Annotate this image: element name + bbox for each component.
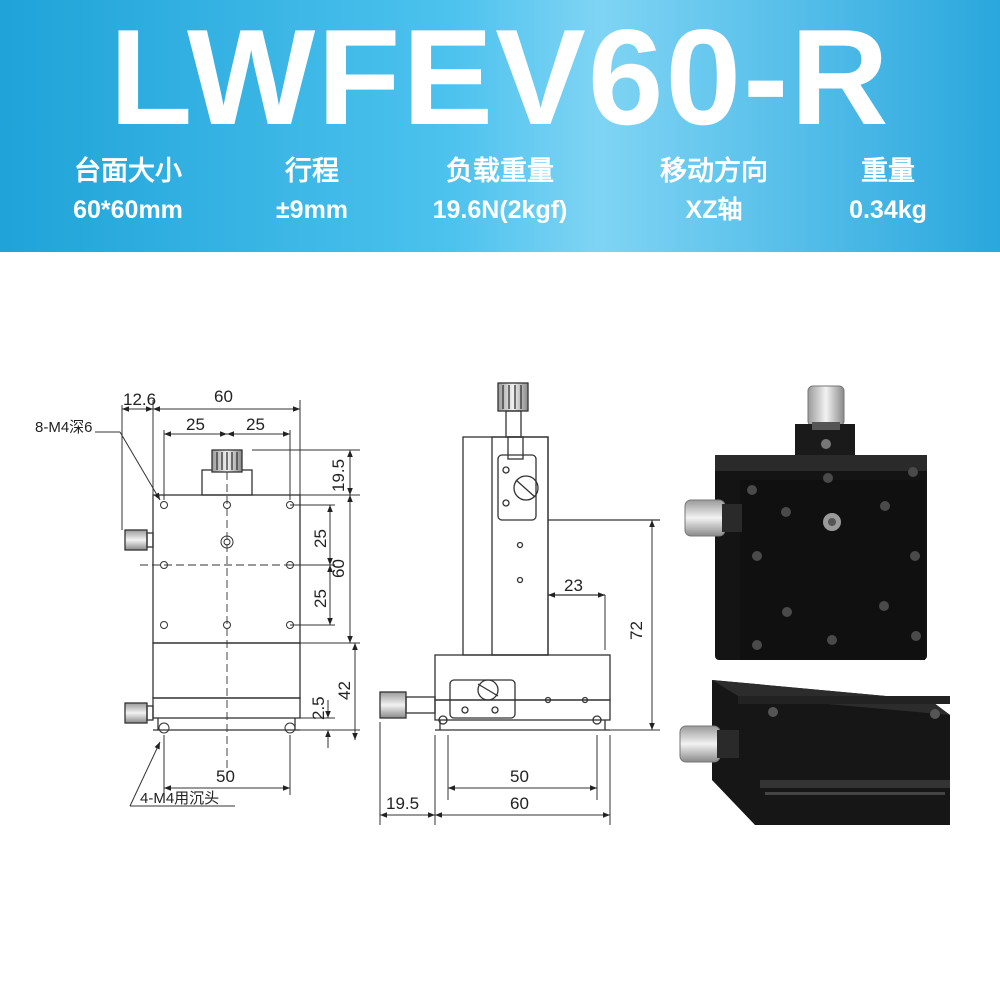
dim-42: 42 bbox=[335, 681, 354, 700]
spec-travel: 行程 ±9mm bbox=[212, 152, 412, 228]
front-side-knob-upper bbox=[124, 529, 148, 551]
side-view-labels: 23 72 50 19.5 60 bbox=[386, 576, 646, 813]
dim-50-side: 50 bbox=[510, 767, 529, 786]
front-view-labels: 12.6 60 25 25 8-M4深6 19.5 25 60 25 42 2.… bbox=[35, 387, 354, 807]
dim-25-upper: 25 bbox=[311, 529, 330, 548]
spec-table-size: 台面大小 60*60mm bbox=[28, 152, 228, 228]
spec-value: 19.6N(2kgf) bbox=[432, 196, 568, 224]
dim-60-vertical: 60 bbox=[329, 559, 348, 578]
spec-value: ±9mm bbox=[275, 196, 349, 224]
spec-value: 60*60mm bbox=[73, 196, 183, 224]
note-counterbore: 4-M4用沉头 bbox=[140, 790, 219, 807]
spec-direction: 移动方向 XZ轴 bbox=[614, 152, 814, 228]
spec-label: 台面大小 bbox=[74, 156, 182, 187]
side-base bbox=[434, 654, 611, 701]
dim-25-right: 25 bbox=[246, 415, 265, 434]
side-vertical-column bbox=[462, 436, 549, 656]
dim-19-5-side: 19.5 bbox=[386, 794, 419, 813]
spec-label: 负载重量 bbox=[446, 156, 554, 187]
dim-2-5: 2.5 bbox=[309, 696, 328, 720]
xz-stage-photo bbox=[679, 385, 950, 825]
front-view-drawing bbox=[95, 400, 360, 807]
spec-value: XZ轴 bbox=[685, 196, 743, 224]
spec-label: 重量 bbox=[861, 156, 915, 187]
note-tapped-holes: 8-M4深6 bbox=[35, 419, 93, 436]
dim-25-left: 25 bbox=[186, 415, 205, 434]
spec-row: 台面大小 60*60mm 行程 ±9mm 负载重量 19.6N(2kgf) 移动… bbox=[0, 152, 1000, 242]
side-knob-lower bbox=[379, 691, 407, 719]
dim-60-top: 60 bbox=[214, 387, 233, 406]
front-side-knob-lower bbox=[124, 702, 148, 724]
front-base-outline bbox=[152, 642, 301, 699]
dim-60-side: 60 bbox=[510, 794, 529, 813]
spec-label: 移动方向 bbox=[660, 156, 768, 187]
product-model-title: LWFEV60-R bbox=[109, 1, 891, 153]
side-view-drawing bbox=[379, 382, 660, 825]
dim-72: 72 bbox=[627, 621, 646, 640]
dim-23: 23 bbox=[564, 576, 583, 595]
dim-50-front: 50 bbox=[216, 767, 235, 786]
dim-25-lower: 25 bbox=[311, 589, 330, 608]
spec-weight: 重量 0.34kg bbox=[788, 152, 988, 228]
spec-load: 负载重量 19.6N(2kgf) bbox=[400, 152, 600, 228]
dim-12-6: 12.6 bbox=[123, 390, 156, 409]
spec-value: 0.34kg bbox=[849, 196, 927, 224]
dim-19-5-front: 19.5 bbox=[329, 459, 348, 492]
front-table-outline bbox=[152, 494, 301, 644]
front-bottom-plate bbox=[152, 697, 301, 719]
spec-label: 行程 bbox=[285, 156, 339, 187]
header-banner: LWFEV60-R 台面大小 60*60mm 行程 ±9mm 负载重量 19.6… bbox=[0, 0, 1000, 252]
